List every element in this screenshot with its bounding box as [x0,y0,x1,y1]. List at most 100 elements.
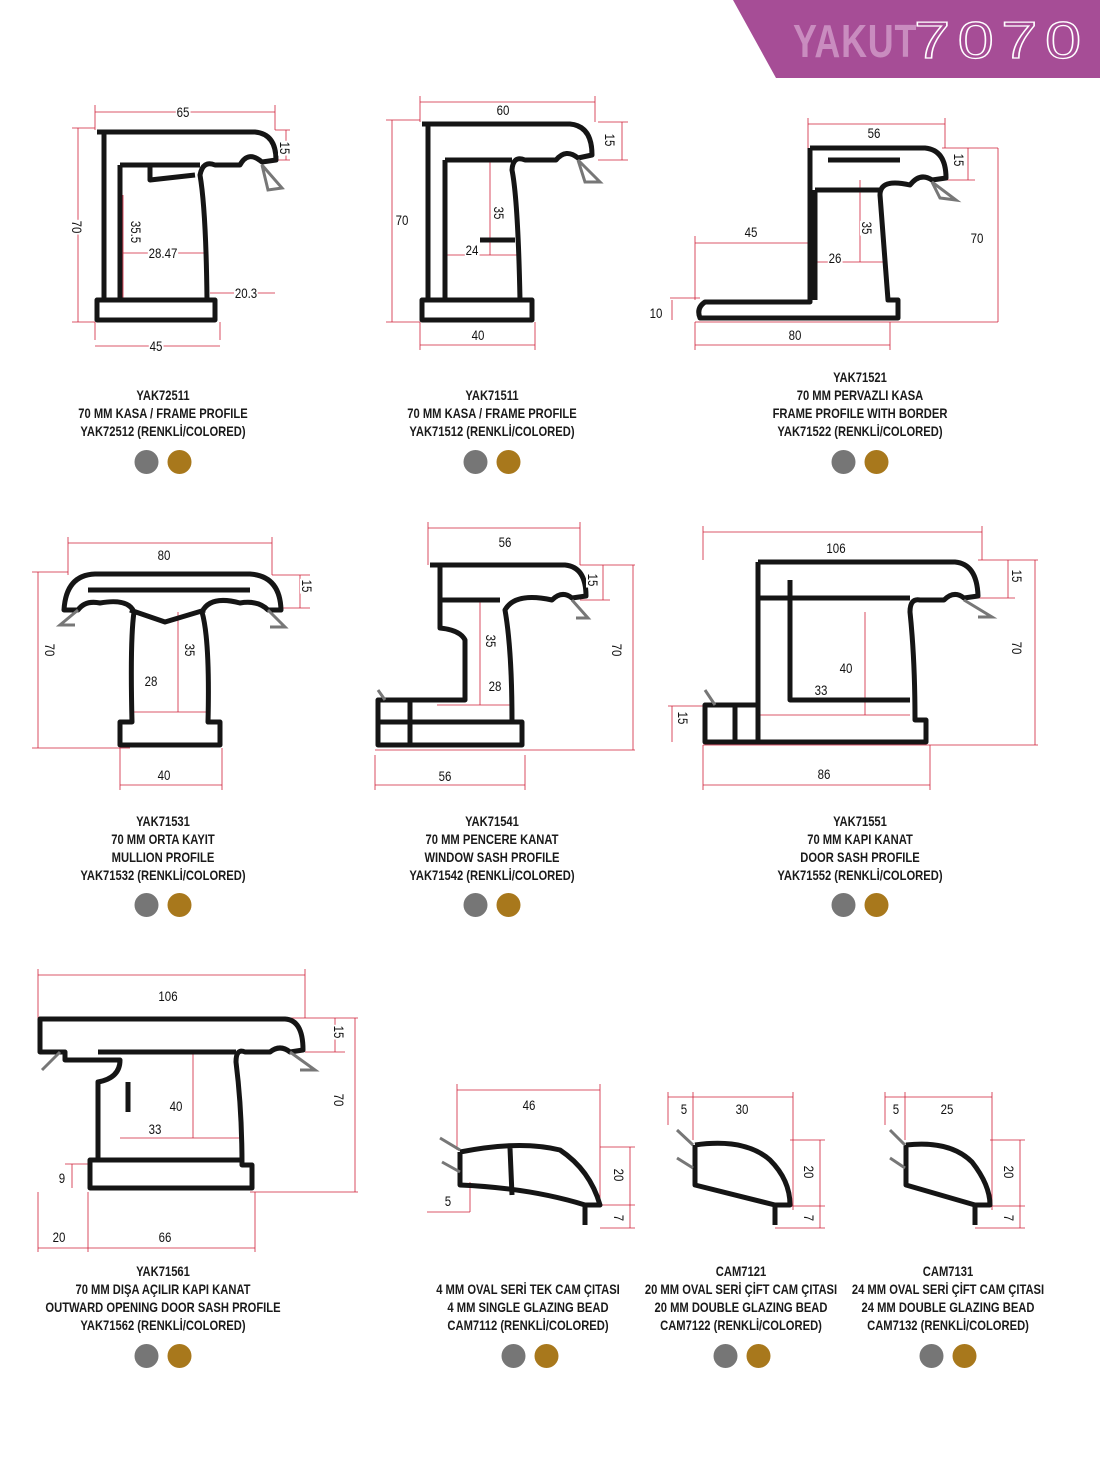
swatch-gold [167,1344,192,1368]
dimension-label: 65 [175,104,191,120]
product-colored-code: YAK71552 (RENKLİ/COLORED) [777,867,943,883]
color-swatches [831,450,889,474]
dimension-label: 46 [521,1097,537,1113]
dimension-label: 56 [437,768,453,784]
dimension-label: 40 [156,767,172,783]
dimension-label: 80 [156,547,172,563]
product-name: 70 MM KASA / FRAME PROFILE [78,405,248,421]
product-colored-code: CAM7122 (RENKLİ/COLORED) [660,1317,822,1333]
product-name-en: OUTWARD OPENING DOOR SASH PROFILE [45,1299,281,1315]
dimension-label: 60 [495,102,511,118]
dimension-label: 20 [1001,1164,1017,1180]
color-swatches [463,450,521,474]
dimension-label: 5 [679,1101,689,1117]
swatch-gold [534,1344,559,1368]
dimension-label: 45 [743,224,759,240]
product-colored-code: YAK71512 (RENKLİ/COLORED) [409,423,575,439]
product-code: YAK71531 [136,813,190,829]
dimension-label: 20.3 [234,285,258,301]
dimension-label: 70 [331,1092,347,1108]
color-swatches [501,1344,559,1368]
dimension-label: 28 [143,673,159,689]
product-code: YAK71511 [465,387,519,403]
product-name: 70 MM DIŞA AÇILIR KAPI KANAT [75,1281,251,1297]
product-name: 70 MM PERVAZLI KASA [796,387,924,403]
dimension-label: 35.5 [128,220,144,244]
product-name-en: WINDOW SASH PROFILE [424,849,560,865]
swatch-gray [134,893,159,917]
product-caption: CAM7131 24 MM OVAL SERİ ÇİFT CAM ÇITASI … [788,1262,1100,1334]
swatch-gold [952,1344,977,1368]
swatch-gray [134,1344,159,1368]
product-caption: YAK72511 70 MM KASA / FRAME PROFILE YAK7… [3,386,323,440]
dimension-label: 35 [483,633,499,649]
swatch-gray [463,450,488,474]
product-name: 70 MM KASA / FRAME PROFILE [407,405,577,421]
dimension-label: 45 [148,338,164,354]
color-swatches [919,1344,977,1368]
dimension-label: 24 [464,242,480,258]
brand-name: YAKUT [793,15,918,67]
gaskets [40,158,998,1174]
dimension-label: 70 [69,219,85,235]
dimension-label: 15 [675,710,691,726]
product-code: YAK71551 [833,813,887,829]
product-name-en: 20 MM DOUBLE GLAZING BEAD [654,1299,828,1315]
product-caption: 4 MM OVAL SERİ TEK CAM ÇITASI 4 MM SINGL… [368,1280,688,1334]
swatch-gray [134,450,159,474]
dimension-label: 56 [866,125,882,141]
dimension-label: 7 [611,1213,627,1223]
product-colored-code: CAM7112 (RENKLİ/COLORED) [447,1317,609,1333]
dimension-label: 70 [969,230,985,246]
color-swatches [463,893,521,917]
dimension-label: 70 [394,212,410,228]
swatch-gray [501,1344,526,1368]
model-number: 7070 [913,12,1089,70]
color-swatches [134,450,192,474]
dimension-label: 28 [487,678,503,694]
dimension-label: 80 [787,327,803,343]
dimension-label: 7 [801,1213,817,1223]
dimension-label: 25 [939,1101,955,1117]
dimension-label: 9 [57,1170,67,1186]
dimension-label: 15 [585,572,601,588]
dimension-label: 70 [609,642,625,658]
product-name-en: 4 MM SINGLE GLAZING BEAD [447,1299,609,1315]
dimension-label: 20 [611,1167,627,1183]
product-code: CAM7121 [715,1263,767,1279]
product-colored-code: YAK72512 (RENKLİ/COLORED) [80,423,246,439]
dimension-label: 7 [1001,1213,1017,1223]
product-caption: YAK71511 70 MM KASA / FRAME PROFILE YAK7… [332,386,652,440]
swatch-gray [713,1344,738,1368]
dimension-label: 15 [299,578,315,594]
dimension-label: 15 [951,152,967,168]
product-code: YAK71561 [136,1263,190,1279]
swatch-gray [919,1344,944,1368]
product-caption: CAM7121 20 MM OVAL SERİ ÇİFT CAM ÇITASI … [581,1262,901,1334]
product-code: CAM7131 [922,1263,974,1279]
product-name: 70 MM PENCERE KANAT [425,831,559,847]
dimension-label: 35 [182,642,198,658]
product-colored-code: YAK71562 (RENKLİ/COLORED) [80,1317,246,1333]
swatch-gold [864,450,889,474]
swatch-gold [167,450,192,474]
dimension-label: 56 [497,534,513,550]
dimension-label: 15 [602,132,618,148]
product-name: 24 MM OVAL SERİ ÇİFT CAM ÇITASI [851,1281,1045,1297]
product-colored-code: CAM7132 (RENKLİ/COLORED) [867,1317,1029,1333]
product-name: 4 MM OVAL SERİ TEK CAM ÇITASI [436,1281,620,1297]
product-colored-code: YAK71522 (RENKLİ/COLORED) [777,423,943,439]
dimension-label: 30 [734,1101,750,1117]
dimension-lines [32,96,1038,1252]
dimension-label: 70 [1009,640,1025,656]
product-name: 20 MM OVAL SERİ ÇİFT CAM ÇITASI [644,1281,838,1297]
product-caption: YAK71541 70 MM PENCERE KANAT WINDOW SASH… [332,812,652,884]
dimension-label: 5 [891,1101,901,1117]
product-code: YAK71541 [465,813,519,829]
swatch-gray [463,893,488,917]
dimension-label: 40 [838,660,854,676]
swatch-gold [496,893,521,917]
swatch-gray [831,893,856,917]
product-code: YAK72511 [136,387,190,403]
